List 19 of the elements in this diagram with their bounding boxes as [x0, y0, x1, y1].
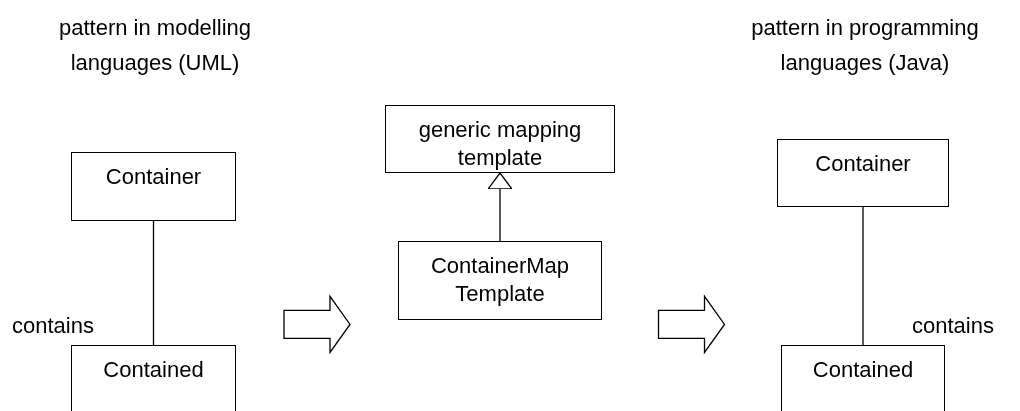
class-box	[777, 139, 949, 207]
class-name: generic mapping template	[417, 116, 583, 172]
column-heading: pattern in programming languages (Java)	[750, 14, 980, 77]
class-box	[398, 241, 602, 320]
class-box	[71, 152, 236, 221]
column-heading: pattern in modelling languages (UML)	[58, 14, 252, 77]
class-name: Contained	[811, 356, 915, 384]
class-box	[781, 345, 945, 411]
association-line	[152, 220, 155, 346]
class-box	[71, 345, 236, 411]
block-arrow	[283, 294, 351, 355]
class-name: Container	[104, 163, 203, 191]
class-name: Contained	[102, 356, 205, 384]
generalization-arrow	[487, 172, 513, 242]
class-name: Container	[814, 150, 912, 178]
class-box	[385, 105, 615, 173]
association-line	[862, 206, 864, 346]
class-name: ContainerMap Template	[429, 252, 571, 308]
block-arrow	[657, 294, 726, 355]
